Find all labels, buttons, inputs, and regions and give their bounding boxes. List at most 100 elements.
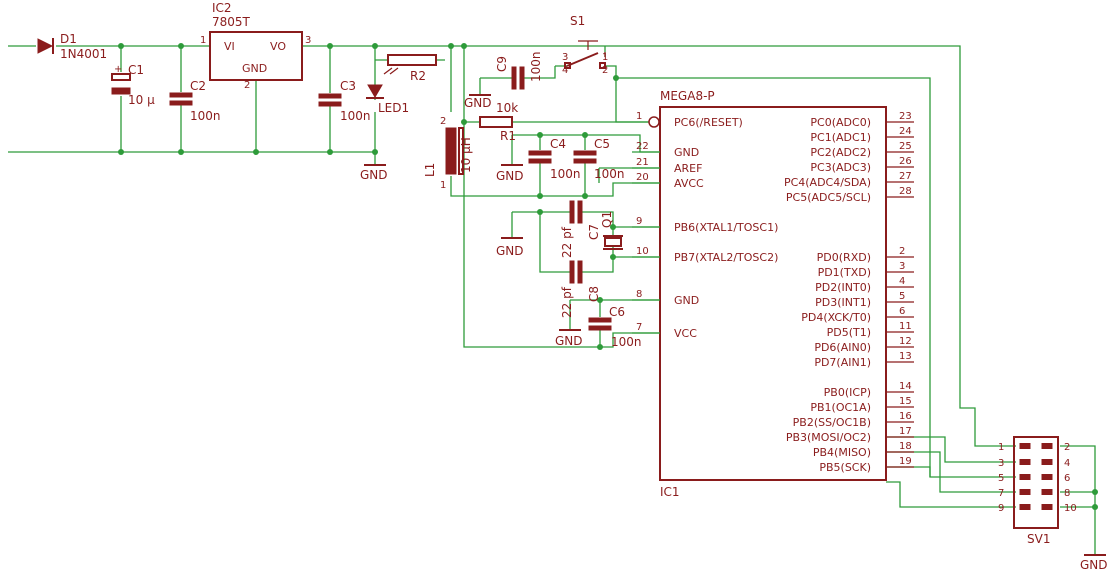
- ic1-pin-number: 16: [899, 411, 912, 422]
- ic2-pin3: 3: [305, 35, 311, 46]
- ic2-pin2: 2: [244, 80, 250, 91]
- r1-value: 10k: [496, 101, 518, 115]
- l1-name: L1: [423, 163, 437, 177]
- ic1-pin-label: PC2(ADC2): [810, 146, 871, 159]
- ic1-pin-label: PB4(MISO): [813, 446, 871, 459]
- capacitor-c3: C3 100n: [318, 79, 371, 123]
- sv1-pin-marker: [1041, 489, 1053, 495]
- sv1-pin-number: 6: [1064, 473, 1070, 484]
- c1-polarity: +: [114, 64, 122, 75]
- c1-value: 10 µ: [128, 93, 155, 107]
- ic1-pin-label: PB2(SS/OC1B): [793, 416, 871, 429]
- sv1-pin-number: 1: [998, 442, 1004, 453]
- sv1-pin-number: 8: [1064, 488, 1070, 499]
- ic1-pin-number: 7: [636, 322, 642, 333]
- ic1-name: IC1: [660, 485, 680, 499]
- led-led1: LED1: [366, 67, 409, 115]
- capacitor-c1: + C1 10 µ: [111, 63, 155, 107]
- ic2-pin1: 1: [200, 35, 206, 46]
- ic1-pin-number: 6: [899, 306, 905, 317]
- sv1-pin-marker: [1019, 474, 1031, 480]
- regulator-ic2: IC2 7805T VI VO GND 1 2 3: [200, 1, 311, 91]
- sv1-pin-number: 9: [998, 503, 1004, 514]
- ic1-pin-label: PC4(ADC4/SDA): [784, 176, 871, 189]
- ic1-pin-label: AVCC: [674, 177, 704, 190]
- ic1-pin-number: 3: [899, 261, 905, 272]
- ic1-pin-label: PB3(MOSI/OC2): [786, 431, 871, 444]
- capacitor-c9: C9 100n: [495, 51, 543, 90]
- sv1-pin-marker: [1041, 443, 1053, 449]
- c4-value: 100n: [550, 167, 581, 181]
- ic1-pin-number: 5: [899, 291, 905, 302]
- gnd-label-1: GND: [360, 168, 388, 182]
- gnd-label-3: GND: [496, 169, 524, 183]
- ic1-pin-label: PD1(TXD): [818, 266, 871, 279]
- ic1-pin-label: PD4(XCK/T0): [801, 311, 871, 324]
- ic1-pin-number: 2: [899, 246, 905, 257]
- ic1-pin-label: PC5(ADC5/SCL): [786, 191, 871, 204]
- c9-name: C9: [495, 56, 509, 72]
- r1-name: R1: [500, 129, 516, 143]
- ic1-pin-label: PC3(ADC3): [810, 161, 871, 174]
- l1-pin2: 2: [440, 116, 446, 127]
- r2-name: R2: [410, 69, 426, 83]
- gnd-label-4: GND: [496, 244, 524, 258]
- ic1-pin-label: PD6(AIN0): [814, 341, 871, 354]
- c7-value: 22 pf: [560, 226, 574, 258]
- ic1-pin-number: 24: [899, 126, 912, 137]
- ic1-pin-label: GND: [674, 146, 699, 159]
- c4-name: C4: [550, 137, 566, 151]
- ic1-pin-label: PD5(T1): [827, 326, 871, 339]
- q1-name: Q1: [600, 211, 614, 228]
- d1-name: D1: [60, 32, 77, 46]
- s1-pin1: 1: [602, 52, 608, 63]
- sv1-pin-marker: [1041, 504, 1053, 510]
- ic1-pin-label: GND: [674, 294, 699, 307]
- ic1-pin-number: 11: [899, 321, 912, 332]
- s1-pin4: 4: [562, 65, 568, 76]
- ic1-pin-number: 20: [636, 172, 649, 183]
- ic1-pin-number: 21: [636, 157, 649, 168]
- ic2-name: IC2: [212, 1, 232, 15]
- ic1-pin-number: 17: [899, 426, 912, 437]
- capacitor-c5: C5 100n: [573, 137, 625, 181]
- ic1-pin-label: PB5(SCK): [819, 461, 871, 474]
- led1-name: LED1: [378, 101, 409, 115]
- ic1-pin-number: 22: [636, 141, 649, 152]
- ic1-pin-number: 28: [899, 186, 912, 197]
- diode-d1: D1 1N4001: [37, 32, 107, 61]
- junctions: [118, 43, 1098, 510]
- gnd-label-5: GND: [555, 334, 583, 348]
- sv1-pin-marker: [1019, 459, 1031, 465]
- sv1-pin-marker: [1041, 459, 1053, 465]
- c1-name: C1: [128, 63, 144, 77]
- c2-value: 100n: [190, 109, 221, 123]
- c8-name: C8: [587, 286, 601, 302]
- ic1-pin-number: 14: [899, 381, 912, 392]
- resistor-r2: R2: [387, 54, 437, 83]
- ic1-pin-label: PD0(RXD): [817, 251, 871, 264]
- gnd-label-2: GND: [464, 96, 492, 110]
- c5-name: C5: [594, 137, 610, 151]
- capacitor-c7: 22 pf C7: [560, 200, 601, 258]
- ic1-pin-number: 4: [899, 276, 905, 287]
- switch-s1: S1 3 4 1 2: [562, 14, 608, 76]
- c6-value: 100n: [611, 335, 642, 349]
- capacitor-c4: C4 100n: [528, 137, 581, 181]
- ic1-pin-number: 26: [899, 156, 912, 167]
- ic1-pin-label: PC6(/RESET): [674, 116, 743, 129]
- sv1-pin-number: 2: [1064, 442, 1070, 453]
- capacitor-c6: C6 100n: [588, 305, 642, 349]
- capacitor-c2: C2 100n: [169, 79, 221, 123]
- ic1-value: MEGA8-P: [660, 89, 715, 103]
- ic1-pin-label: AREF: [674, 162, 702, 175]
- ground-symbols: GND GND GND GND GND GND: [360, 94, 1108, 572]
- c5-value: 100n: [594, 167, 625, 181]
- l1-value: 10 µH: [459, 137, 473, 173]
- ic1-pin-number: 27: [899, 171, 912, 182]
- c3-name: C3: [340, 79, 356, 93]
